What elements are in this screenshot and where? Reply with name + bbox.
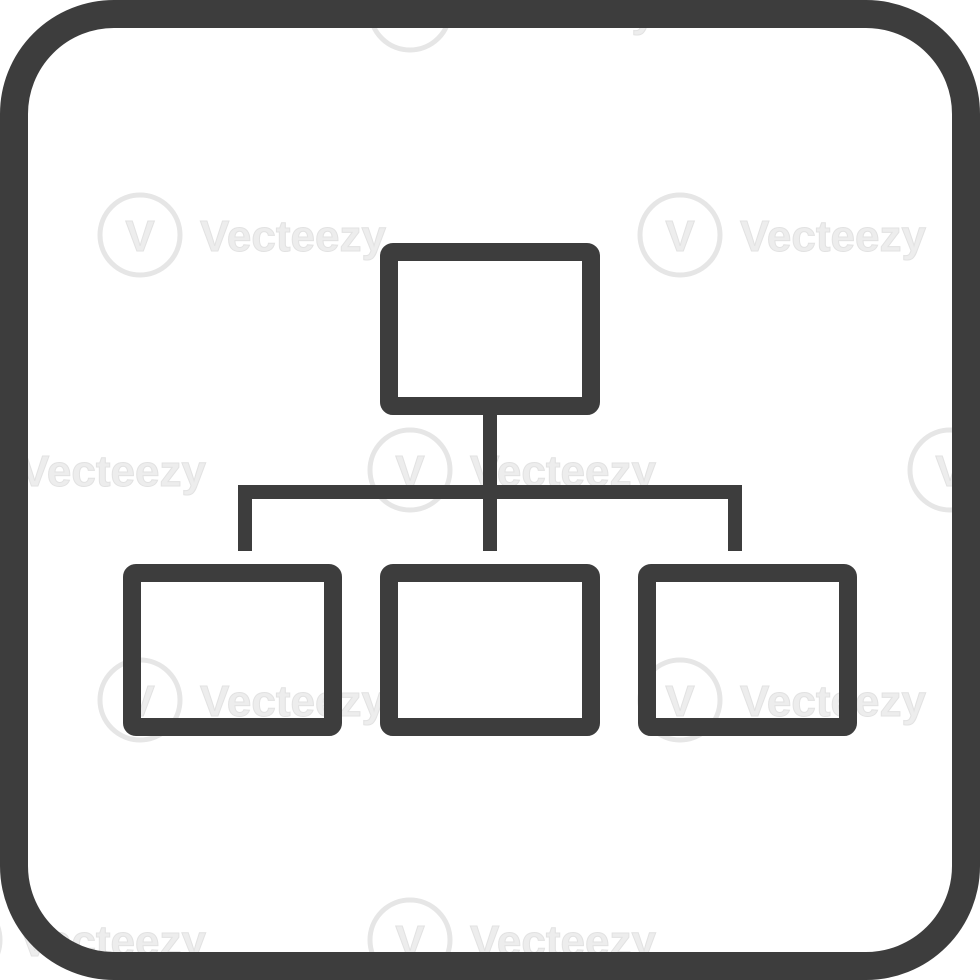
watermark-logo bbox=[367, 897, 453, 980]
watermark-logo bbox=[637, 192, 723, 278]
bottom-node-box-center bbox=[380, 564, 600, 736]
watermark-logo-glyph: V bbox=[665, 212, 695, 261]
watermark-logo-glyph: V bbox=[125, 212, 155, 261]
bottom-node-box-left bbox=[123, 564, 342, 736]
connector-lines bbox=[238, 406, 742, 551]
watermark-text: Vecteezy bbox=[20, 447, 206, 496]
bottom-node-box-right bbox=[638, 564, 857, 736]
top-node-box bbox=[380, 243, 600, 415]
watermark-text: Vecteezy bbox=[200, 212, 386, 261]
watermark-logo bbox=[907, 427, 980, 513]
watermark-logo bbox=[367, 427, 453, 513]
watermark-text: Vecteezy bbox=[740, 212, 926, 261]
watermark-logo bbox=[97, 192, 183, 278]
